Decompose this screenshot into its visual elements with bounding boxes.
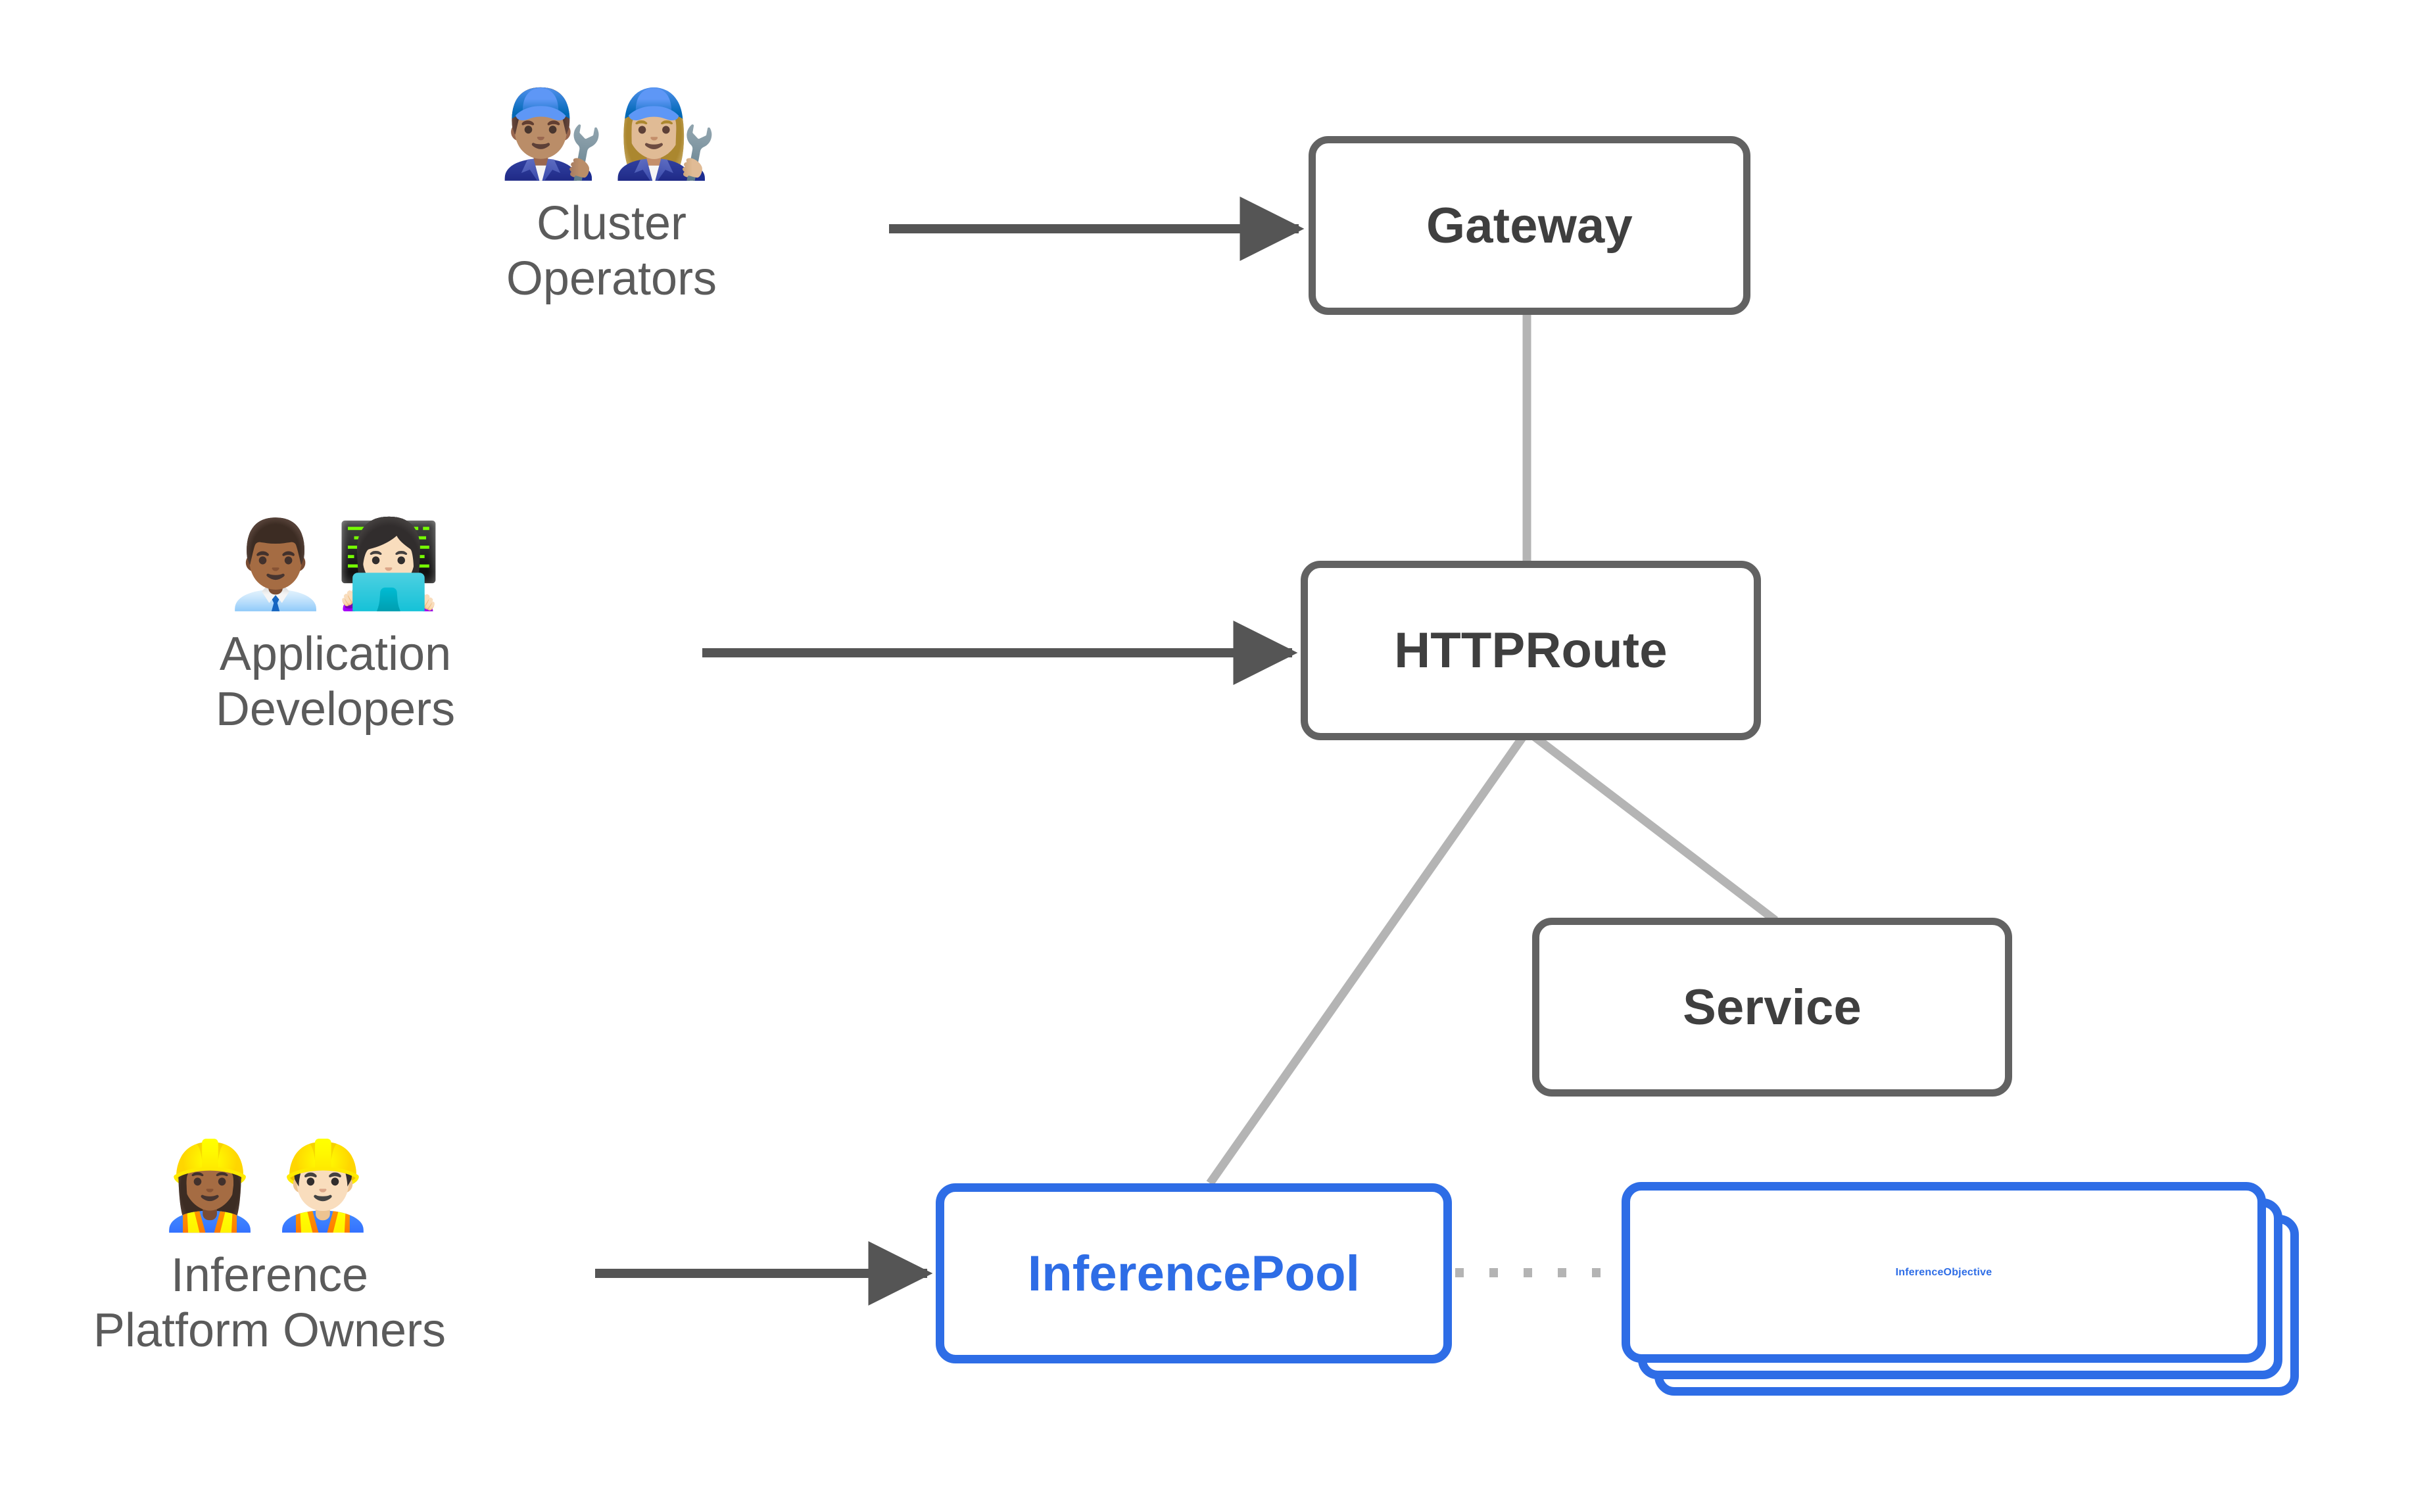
- persona-application-developers: 👨🏾‍💼👩🏻‍💻 Application Developers: [125, 519, 546, 738]
- node-label-inferenceobjective: InferenceObjective: [1895, 1266, 1992, 1278]
- cluster-operators-icon: 👨🏽‍🔧👩🏼‍🔧: [498, 83, 725, 183]
- node-gateway[interactable]: Gateway: [1309, 136, 1750, 315]
- node-inferenceobjective-stack[interactable]: InferenceObjective: [1622, 1182, 2299, 1396]
- edge-httproute-to-inferencepool: [1206, 732, 1528, 1186]
- persona-label-cluster-operators: Cluster Operators: [506, 197, 717, 306]
- persona-label-application-developers: Application Developers: [215, 627, 456, 736]
- node-label-httproute: HTTPRoute: [1394, 623, 1668, 678]
- persona-label-inference-platform-owners: Inference Platform Owners: [93, 1248, 446, 1358]
- node-label-inferencepool: InferencePool: [1027, 1245, 1361, 1302]
- application-developers-icon: 👨🏾‍💼👩🏻‍💻: [222, 514, 448, 614]
- inferenceobjective-card-front[interactable]: InferenceObjective: [1622, 1182, 2266, 1363]
- persona-cluster-operators: 👨🏽‍🔧👩🏼‍🔧 Cluster Operators: [401, 89, 822, 307]
- inference-platform-owners-icon: 👷🏾‍♀️👷🏻‍♂️: [157, 1135, 383, 1235]
- node-httproute[interactable]: HTTPRoute: [1301, 561, 1761, 740]
- node-label-gateway: Gateway: [1426, 197, 1633, 254]
- node-label-service: Service: [1683, 979, 1862, 1035]
- edge-httproute-to-service: [1530, 731, 1778, 924]
- node-service[interactable]: Service: [1532, 918, 2012, 1097]
- node-inferencepool[interactable]: InferencePool: [936, 1183, 1452, 1363]
- persona-inference-platform-owners: 👷🏾‍♀️👷🏻‍♂️ Inference Platform Owners: [0, 1141, 546, 1359]
